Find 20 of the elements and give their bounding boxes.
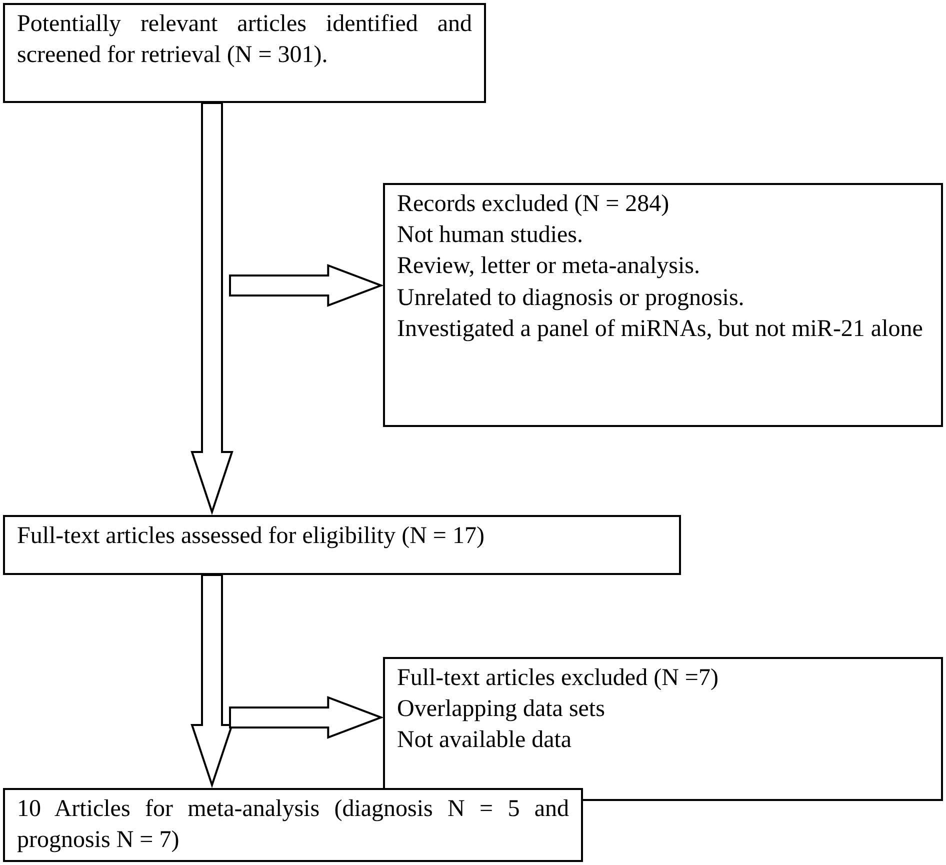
box-text: Review, letter or meta-analysis. (397, 252, 701, 282)
box-text: Not human studies. (397, 221, 584, 250)
box-text: Not available data (397, 726, 573, 756)
hollow-arrow (190, 574, 234, 788)
box-text: Records excluded (N = 284) (397, 190, 670, 219)
hollow-arrow (229, 264, 384, 307)
box-text: Unrelated to diagnosis or prognosis. (397, 284, 746, 313)
box-text: Potentially relevant articles identified and screened for retrieval (N = 301). (17, 10, 472, 70)
process-box (383, 657, 943, 801)
process-box (3, 3, 486, 103)
hollow-arrow (229, 696, 384, 739)
hollow-arrow (190, 102, 234, 516)
box-text: Investigated a panel of miRNAs, but not miR-21 alone (397, 314, 924, 344)
box-text: Full-text articles excluded (N =7) (397, 664, 720, 693)
box-text: 10 Articles for meta-analysis (diagnosis N = 5 and prognosis N = 7) (17, 795, 569, 856)
box-text: Overlapping data sets (397, 695, 606, 724)
box-text: Full-text articles assessed for eligibility (N = 17) (17, 522, 486, 551)
process-box (3, 788, 583, 862)
process-box (383, 183, 943, 427)
process-box (3, 515, 681, 575)
